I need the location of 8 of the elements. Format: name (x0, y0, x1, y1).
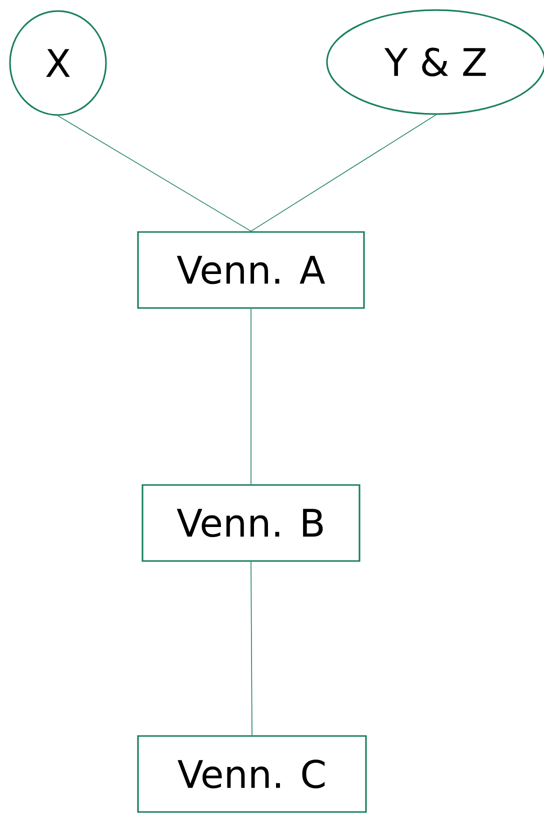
connector-line (250, 561, 252, 736)
connector-line (250, 308, 252, 485)
process-box: Venn. B (142, 484, 360, 562)
connector-line (58, 115, 252, 232)
process-box: Venn. C (137, 735, 367, 813)
ellipse-node: X (9, 10, 107, 116)
connector-line (250, 114, 436, 232)
process-box: Venn. A (137, 231, 365, 309)
